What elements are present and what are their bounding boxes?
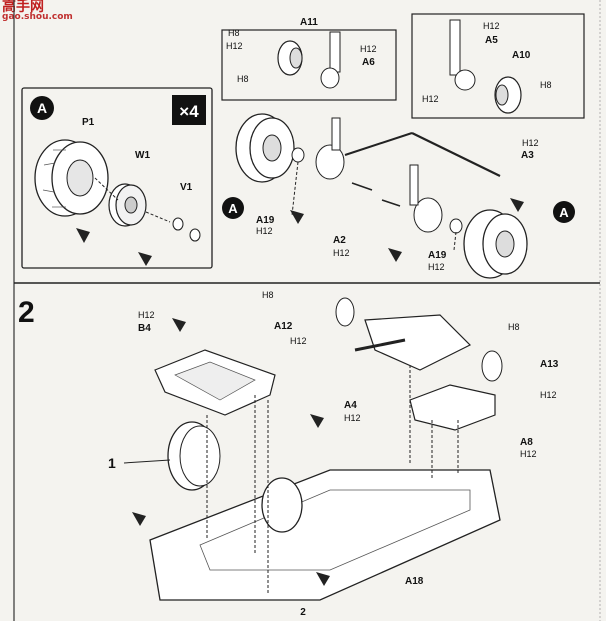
- badge-a-icon: [222, 197, 244, 219]
- glue-icon: [510, 198, 524, 212]
- part-label: A11: [300, 17, 318, 28]
- glue-icon: [388, 248, 402, 262]
- h-code: H12: [522, 138, 539, 148]
- step-number: 2: [18, 296, 35, 329]
- part-label: A19: [256, 215, 275, 226]
- part-label: W1: [135, 150, 150, 161]
- part-label: A13: [540, 359, 559, 370]
- inset-badge-label: A: [37, 100, 47, 116]
- h-code: H8: [540, 80, 552, 90]
- part-label: A10: [512, 50, 531, 61]
- watermark-url: gao.shou.com: [2, 12, 73, 22]
- glue-icon: [138, 252, 152, 266]
- part-label: B4: [138, 323, 151, 334]
- wheel-w1-drawing: [108, 183, 147, 227]
- h-code: H12: [360, 44, 377, 54]
- part-label: V1: [180, 182, 193, 193]
- badge-label: A: [559, 205, 569, 220]
- spindle-drawing: [449, 19, 476, 91]
- part-label: A4: [344, 400, 357, 411]
- h-code: H12: [138, 310, 155, 320]
- h-code: H12: [290, 336, 307, 346]
- part-label: A8: [520, 437, 533, 448]
- h-code: H8: [228, 28, 240, 38]
- brake-disc-drawing: [494, 76, 522, 114]
- h-code: H8: [508, 322, 520, 332]
- glue-icon: [76, 228, 90, 243]
- glue-icon: [172, 318, 186, 332]
- h-code: H12: [344, 413, 361, 423]
- part-label: A5: [485, 35, 498, 46]
- h-code: H12: [256, 226, 273, 236]
- h-code: H12: [483, 21, 500, 31]
- brake-disc-drawing: [277, 40, 303, 76]
- h-code: H12: [520, 449, 537, 459]
- callout-number: 1: [108, 455, 116, 471]
- multiplier-badge: [172, 95, 206, 125]
- h-code: H12: [333, 248, 350, 258]
- h-code: H8: [237, 74, 249, 84]
- page-number: 2: [300, 607, 306, 618]
- part-label: A3: [521, 150, 534, 161]
- glue-icon: [310, 414, 324, 428]
- watermark: 高手网 gao.shou.com: [2, 0, 73, 22]
- front-suspension-assembly: A A A3 H12 A19 H12 A2 H12 A19 H12: [222, 113, 575, 279]
- part-label: A12: [274, 321, 293, 332]
- right-inset-panel: A5 A10 H12 H8 H12: [411, 13, 585, 119]
- glue-icon: [316, 572, 330, 586]
- glue-icon: [132, 512, 146, 526]
- badge-label: A: [228, 201, 238, 216]
- multiplier-label: ×4: [179, 102, 199, 121]
- badge-a-icon: [30, 96, 54, 120]
- part-label: P1: [82, 117, 95, 128]
- h-code: H12: [428, 262, 445, 272]
- h-code: H12: [422, 94, 439, 104]
- badge-a-icon: [553, 201, 575, 223]
- glue-icon: [290, 210, 304, 224]
- part-label: A2: [333, 235, 346, 246]
- h-code: H12: [226, 41, 243, 51]
- watermark-logo: 高手网: [2, 0, 44, 15]
- h-code: H8: [262, 290, 274, 300]
- chassis-assembly: 1 H12 B4 H8 A12 H12 H8 A13 H12 A4 H12 A8…: [108, 290, 559, 601]
- part-label: A6: [362, 57, 375, 68]
- cap-v1-drawing: [172, 217, 201, 242]
- part-label: A19: [428, 250, 447, 261]
- tire-p1-drawing: [34, 139, 109, 217]
- h-code: H12: [540, 390, 557, 400]
- part-label: A18: [405, 576, 424, 587]
- spindle-drawing: [320, 31, 341, 89]
- top-inset-panel: A11 A6 H8 H12 H8 H12: [221, 17, 397, 101]
- inset-a-panel: A ×4 P1 W1 V1: [21, 87, 213, 269]
